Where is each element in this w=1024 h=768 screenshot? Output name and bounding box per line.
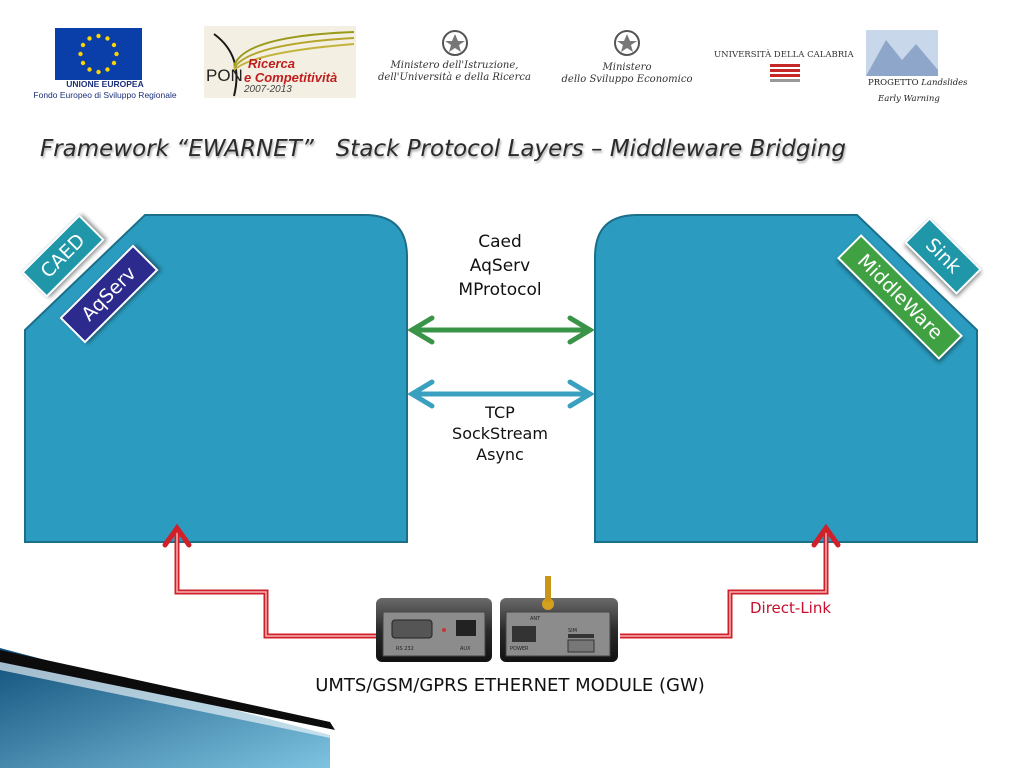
transport-protocol-line: TCP [485,403,515,422]
right-direct-link [620,523,841,639]
app-protocol-line: Caed [478,232,522,252]
direct-link-label: Direct-Link [750,599,832,617]
pon-competitivita: e Competitività [244,70,338,85]
eu-label: UNIONE EUROPEA [66,79,144,89]
app-protocol-arrow [407,315,595,345]
pon-ricerca: Ricerca [248,56,295,71]
app-protocol-line: AqServ [469,256,531,276]
right-node-box [594,214,978,543]
app-protocol-label: Caed AqServ MProtocol [420,230,580,302]
unical-label: UNIVERSITÀ DELLA CALABRIA [714,50,854,60]
pon-logo: PON Ricerca e Competitività 2007-2013 [204,26,356,98]
emblem-icon [440,28,470,58]
project-logo-icon [866,30,938,76]
pon-swoosh-icon [213,31,355,97]
device-label-rs232: RS 232 [396,646,414,652]
transport-protocol-line: Async [476,445,524,464]
transport-protocol-arrow [407,379,595,409]
miur-line2: dell'Università e della Ricerca [378,72,531,83]
title-part2: Stack Protocol Layers – Middleware Bridg… [335,136,847,162]
slide-title: Framework “EWARNET” Stack Protocol Layer… [40,136,1000,162]
pon-years: 2007-2013 [244,84,292,95]
device-label-ant: ANT [530,616,541,622]
eu-flag-icon [55,28,142,80]
project-line2: Early Warning [878,94,940,104]
mise-line1: Ministero [602,62,652,73]
device-label-power: POWER [510,646,529,652]
left-node-box [24,214,408,543]
transport-protocol-label: TCP SockStream Async [420,402,580,465]
corner-decoration [0,648,340,768]
left-direct-link [162,523,385,639]
transport-protocol-line: SockStream [452,424,548,443]
gateway-device [376,576,618,662]
miur-line1: Ministero dell'Istruzione, [390,60,519,71]
project-line1: PROGETTO Landslides [868,78,968,88]
emblem-icon [612,28,642,58]
unical-logo-icon [770,64,800,82]
device-caption: UMTS/GSM/GPRS ETHERNET MODULE (GW) [315,675,705,696]
eu-fund-label: Fondo Europeo di Sviluppo Regionale [33,90,177,100]
title-part1: Framework “EWARNET” [40,136,314,162]
mise-line2: dello Sviluppo Economico [561,74,693,85]
device-label-aux: AUX [460,646,471,652]
device-label-sim: SIM [568,628,577,634]
pon-label: PON [206,66,243,85]
app-protocol-line: MProtocol [458,280,542,300]
